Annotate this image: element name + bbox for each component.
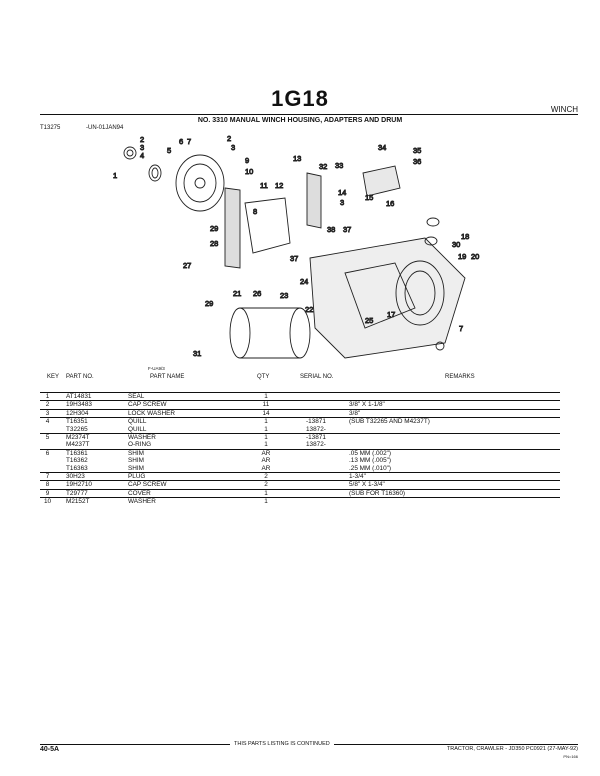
col-serial-no: SERIAL NO.: [300, 374, 334, 380]
callout-10: 10: [245, 167, 253, 176]
callout-1: 1: [113, 171, 117, 180]
callout-25: 25: [365, 316, 373, 325]
illustration-id: T13275: [40, 125, 61, 131]
callout-9: 9: [245, 156, 249, 165]
callout-22: 22: [305, 305, 313, 314]
callout-37b: 37: [290, 254, 298, 263]
callout-15: 15: [365, 193, 373, 202]
top-cover: [362, 165, 401, 197]
callout-3: 3: [140, 143, 144, 152]
callout-27: 27: [183, 261, 191, 270]
col-part-no: PART NO.: [66, 374, 94, 380]
callout-7b: 7: [459, 324, 463, 333]
callout-2b: 2: [227, 134, 231, 143]
callout-18: 18: [461, 232, 469, 241]
callout-34: 34: [378, 143, 386, 152]
header-rule: [40, 114, 578, 115]
gasket: [244, 197, 291, 254]
col-remarks: REMARKS: [445, 374, 475, 380]
winch-drum: [229, 307, 311, 359]
callout-33: 33: [335, 161, 343, 170]
callout-31: 31: [193, 349, 201, 358]
winch-housing: [309, 237, 466, 359]
callout-17: 17: [387, 310, 395, 319]
illustration-date: -UN-01JAN94: [86, 125, 124, 131]
seal-parts: [424, 217, 440, 246]
group-title: NO. 3310 MANUAL WINCH HOUSING, ADAPTERS …: [197, 117, 403, 124]
callout-37: 37: [343, 225, 351, 234]
callout-28: 28: [210, 239, 218, 248]
callout-8: 8: [253, 207, 257, 216]
callout-20: 20: [471, 252, 479, 261]
callout-36: 36: [413, 157, 421, 166]
figure-code: F-UA9/3: [148, 366, 165, 371]
section-label: WINCH: [550, 105, 578, 114]
callout-24: 24: [300, 277, 308, 286]
drain-plug: [435, 341, 445, 351]
callout-29b: 29: [205, 299, 213, 308]
callout-11: 11: [260, 181, 268, 190]
callout-30: 30: [452, 240, 460, 249]
footer-info: TRACTOR, CRAWLER - JD350 PC0921 (27-MAY-…: [446, 746, 578, 752]
callout-14: 14: [338, 188, 346, 197]
col-key: KEY: [47, 374, 60, 380]
continued-notice: THIS PARTS LISTING IS CONTINUED: [230, 741, 334, 747]
callout-19: 19: [458, 252, 466, 261]
exploded-parts-diagram: 2 3 4 1 5 6 7 2 3 9 10 11 12 8 29 28 27 …: [113, 134, 480, 359]
callout-35: 35: [413, 146, 421, 155]
col-qty: QTY: [257, 374, 270, 380]
col-part-name: PART NAME: [150, 374, 185, 380]
callout-23: 23: [280, 291, 288, 300]
callout-38: 38: [327, 225, 335, 234]
callout-32: 32: [319, 162, 327, 171]
page-title: 1G18: [271, 86, 329, 111]
callout-29: 29: [210, 224, 218, 233]
callout-13: 13: [293, 154, 301, 163]
callout-2: 2: [140, 135, 144, 144]
callout-6: 6: [179, 137, 183, 146]
callout-3b: 3: [231, 143, 235, 152]
callout-4: 4: [140, 151, 144, 160]
footer-code: PN=166: [563, 754, 578, 759]
callout-7: 7: [187, 137, 191, 146]
callout-16: 16: [386, 199, 394, 208]
callout-3c: 3: [340, 198, 344, 207]
adapter-bars: [224, 172, 322, 269]
callout-5: 5: [167, 146, 171, 155]
callout-21: 21: [233, 289, 241, 298]
page-number: 40-5A: [40, 746, 60, 753]
callout-26: 26: [253, 289, 261, 298]
quill-assembly: [123, 146, 162, 182]
callout-12: 12: [275, 181, 283, 190]
cover-plate: [175, 154, 225, 212]
